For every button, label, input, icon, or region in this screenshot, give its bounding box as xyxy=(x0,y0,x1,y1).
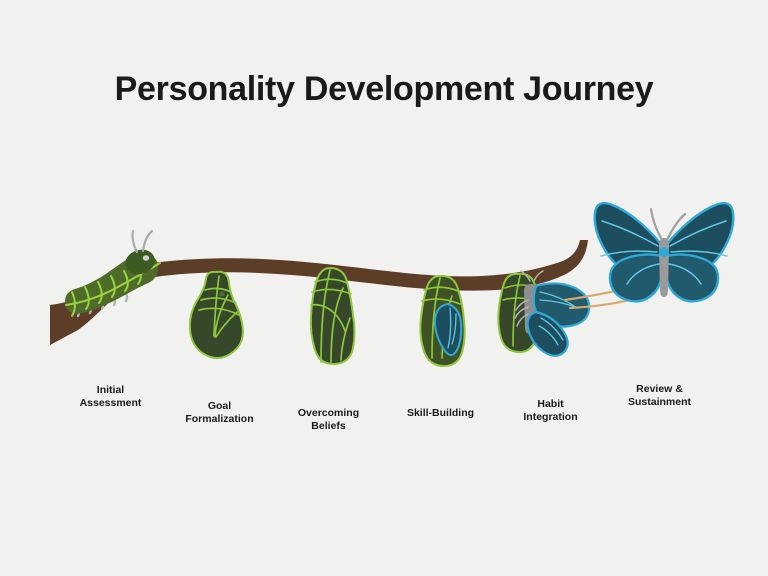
emerging-legs xyxy=(514,270,544,327)
butterfly-right-lower-wing xyxy=(664,253,720,303)
chrysalis-body xyxy=(309,266,356,366)
caterpillar-eye xyxy=(142,255,150,261)
butterfly-antennae xyxy=(649,207,687,242)
butterfly-thorax xyxy=(659,247,669,257)
chrysalis-icon xyxy=(309,266,356,366)
page-title: Personality Development Journey xyxy=(114,70,654,108)
caterpillar-antennae xyxy=(131,229,154,254)
cocoon-spot xyxy=(219,291,225,297)
butterfly-body xyxy=(659,238,669,297)
butterfly-icon xyxy=(593,201,735,303)
emerging-butterfly-icon xyxy=(497,270,591,357)
chrysalis-wing-icon xyxy=(419,274,466,368)
butterfly-left-lower-wing xyxy=(608,253,664,303)
caterpillar-icon xyxy=(65,229,161,318)
branch-icon xyxy=(50,240,588,345)
cocoon-round-icon xyxy=(188,270,244,359)
branch-shape xyxy=(50,240,588,345)
emerging-wing xyxy=(433,302,463,356)
